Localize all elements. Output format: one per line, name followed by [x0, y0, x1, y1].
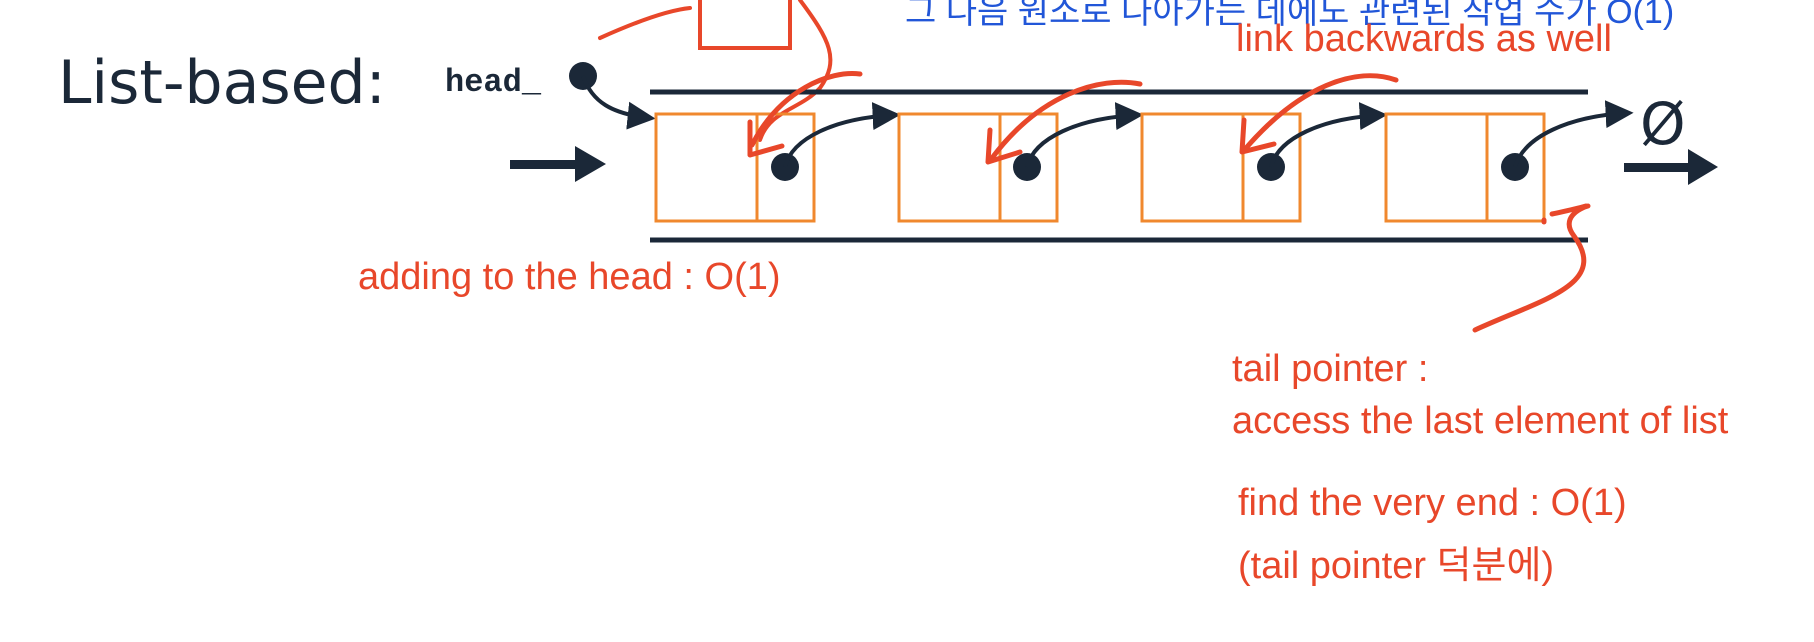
find-end-annotation-line1: find the very end : O(1): [1238, 482, 1627, 524]
next-arrow: [1025, 102, 1144, 168]
partial-blue-annotation: 그 다음 원소로 나아가는 데에도 관련된 작업 수가 O(1): [905, 0, 1675, 31]
handwritten-tail-arrow: [1472, 203, 1591, 333]
next-arrow: [783, 102, 901, 168]
next-arrow: [1513, 100, 1634, 168]
handwritten-back-links: [747, 71, 1399, 165]
tail-pointer-annotation-line2: access the last element of list: [1232, 400, 1729, 442]
adding-to-head-annotation: adding to the head : O(1): [358, 256, 781, 298]
list-node-3: [1140, 102, 1388, 223]
tail-pointer-annotation-line1: tail pointer :: [1232, 348, 1429, 390]
head-pointer-label: head_: [445, 64, 542, 101]
list-node-2: [897, 102, 1144, 223]
link-backwards-annotation: link backwards as well: [1236, 18, 1612, 60]
page-title: List-based:: [58, 48, 386, 118]
null-symbol: Ø: [1640, 90, 1686, 158]
next-arrow: [1269, 102, 1388, 168]
entry-arrow: [510, 146, 606, 182]
list-node-4: [1384, 100, 1634, 223]
list-node-1: [654, 102, 901, 223]
find-end-annotation-line2: (tail pointer 덕분에): [1238, 545, 1555, 587]
handwritten-box-scribble: [598, 0, 833, 142]
exit-arrow: [1624, 149, 1718, 185]
head-pointer: [569, 62, 656, 130]
